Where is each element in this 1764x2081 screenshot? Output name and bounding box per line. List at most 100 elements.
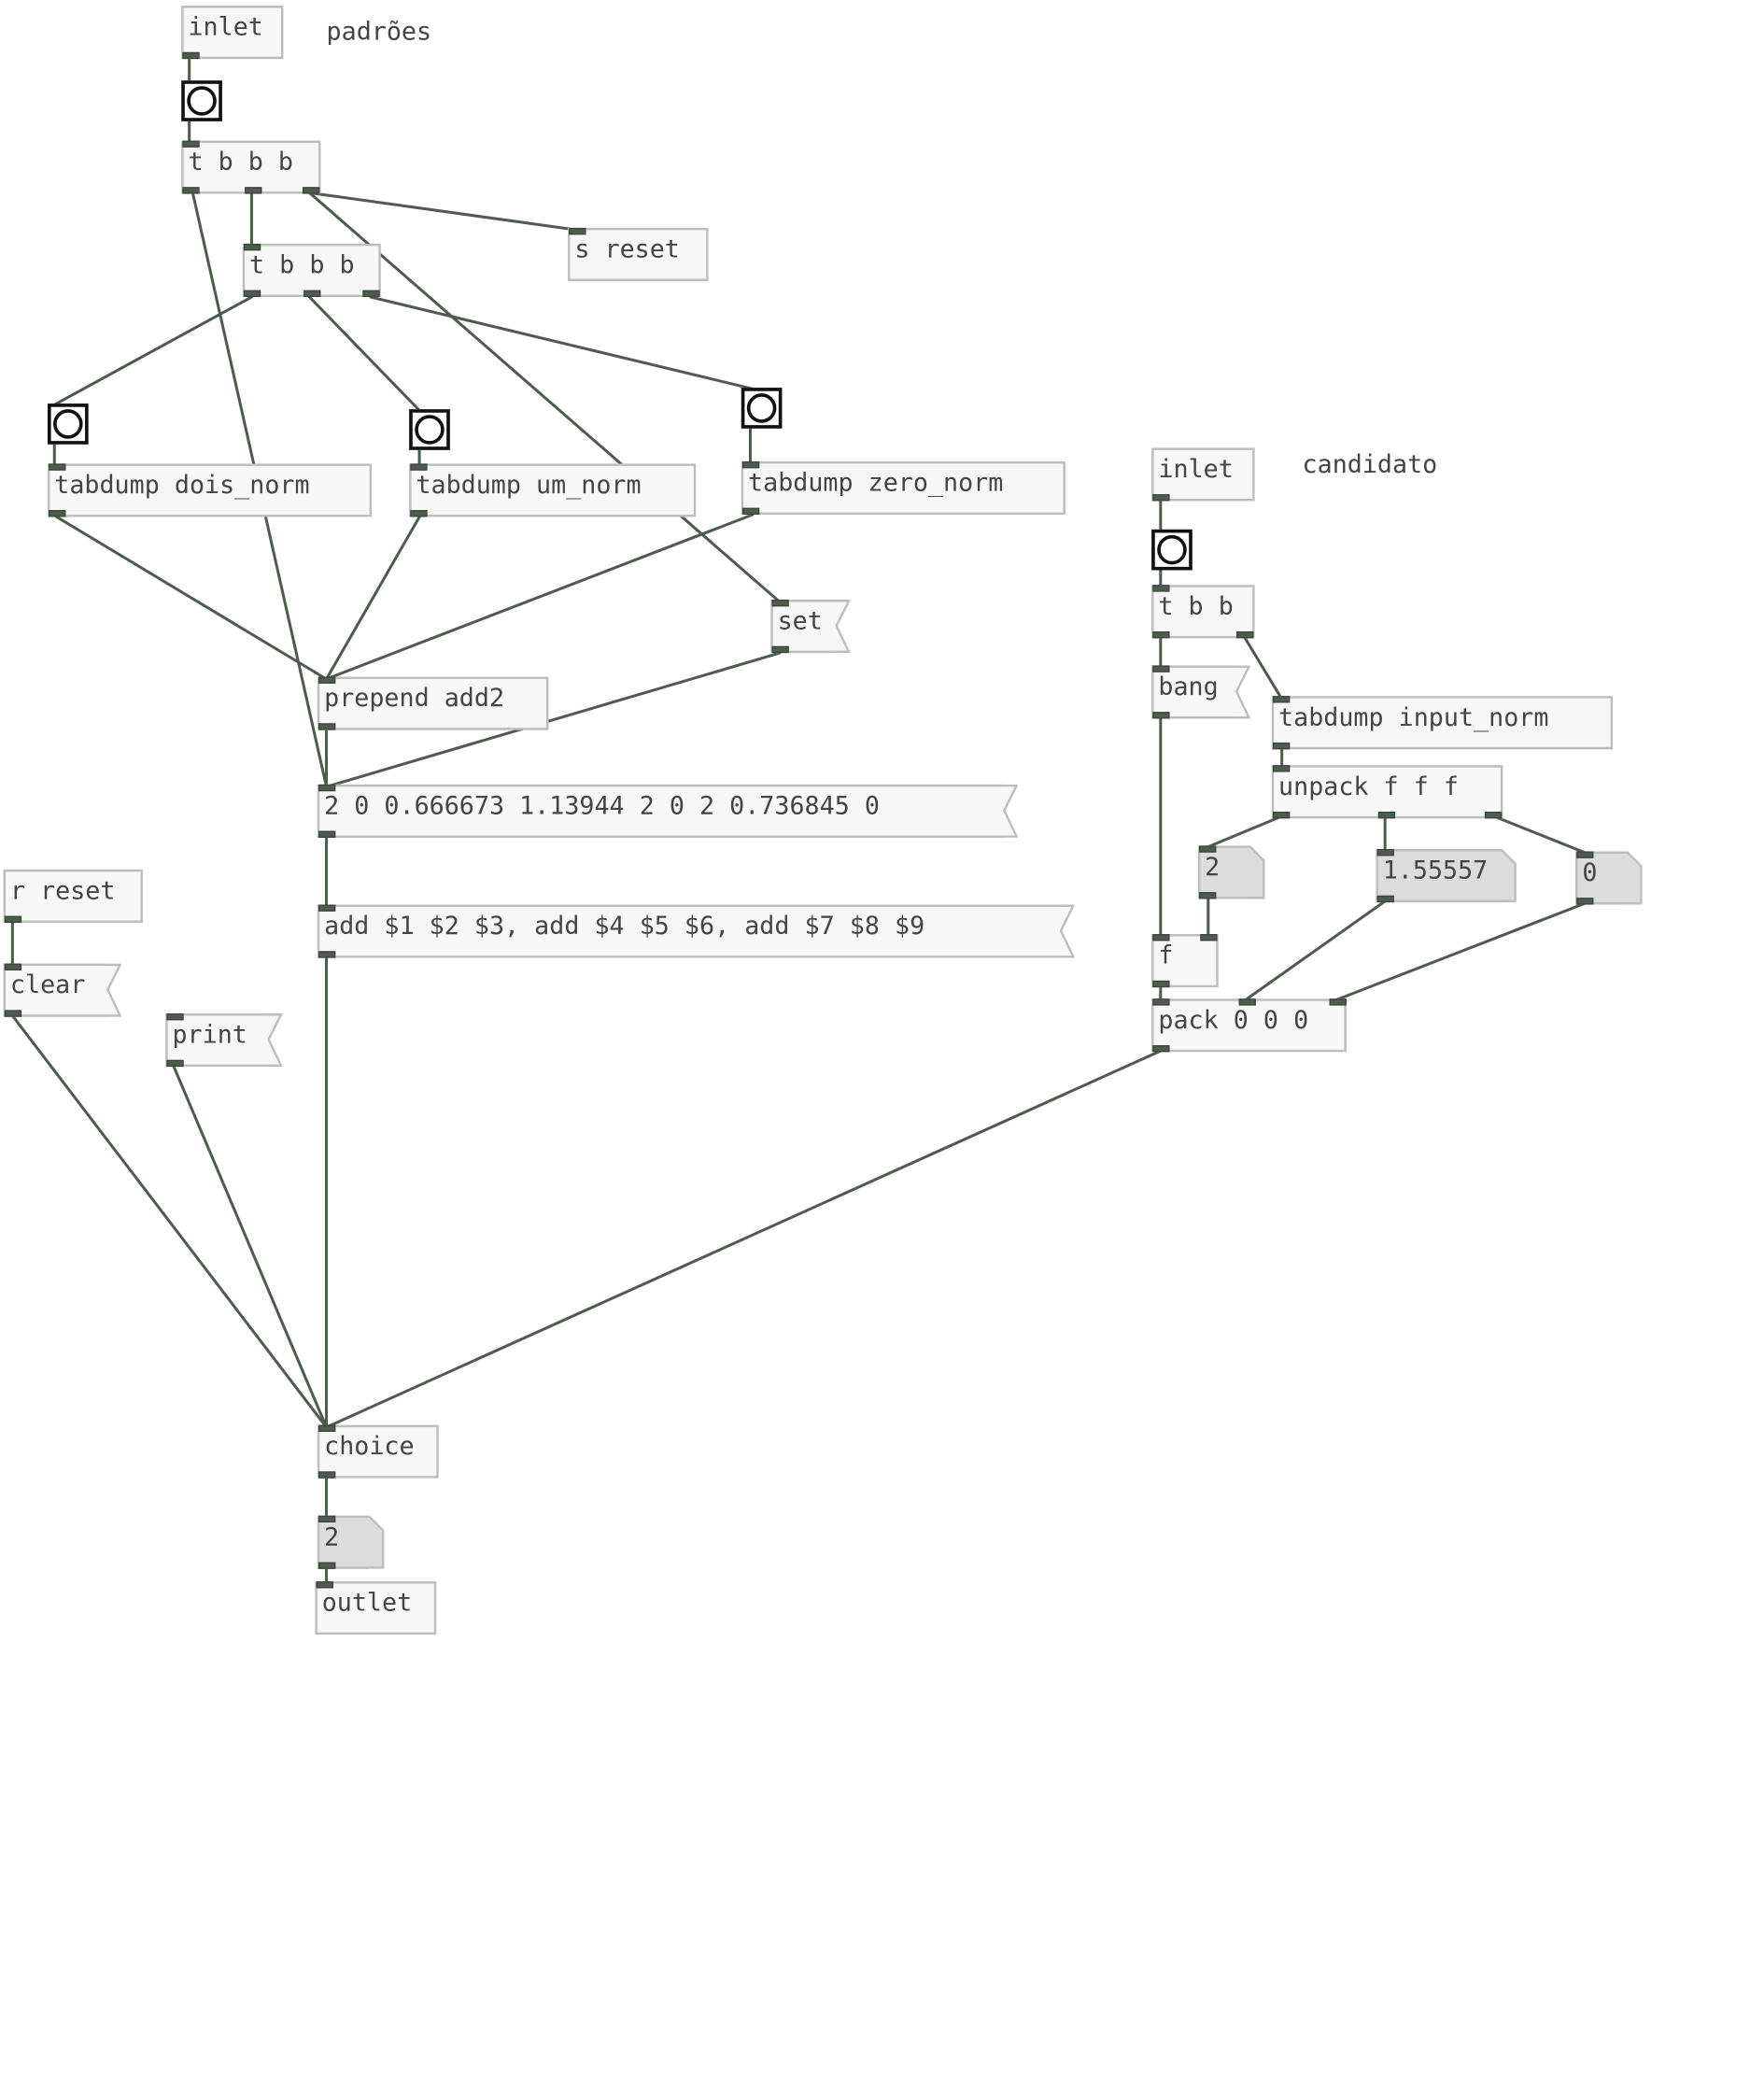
bang-message[interactable]: bang xyxy=(1151,665,1250,719)
outlet-port[interactable] xyxy=(362,290,380,297)
inlet-port[interactable] xyxy=(318,904,336,912)
outlet-port[interactable] xyxy=(741,507,760,516)
trigger-object-right[interactable]: t b b xyxy=(1151,585,1255,639)
print-message[interactable]: print xyxy=(165,1013,283,1068)
inlet-port[interactable] xyxy=(741,460,760,469)
outlet-port[interactable] xyxy=(49,510,66,517)
prepend-add2-object[interactable]: prepend add2 xyxy=(317,676,549,730)
cord[interactable] xyxy=(172,1064,329,1429)
choice-object[interactable]: choice xyxy=(317,1424,439,1479)
set-message[interactable]: set xyxy=(770,600,851,654)
outlet-port[interactable] xyxy=(245,187,262,194)
cord[interactable] xyxy=(1334,901,1587,1002)
outlet-port[interactable] xyxy=(1152,712,1170,719)
inlet-port[interactable] xyxy=(318,1424,336,1432)
add-template-message[interactable]: add $1 $2 $3, add $4 $5 $6, add $7 $8 $9 xyxy=(317,904,1075,958)
inlet-port[interactable] xyxy=(49,463,66,471)
outlet-port[interactable] xyxy=(1376,895,1394,903)
cord[interactable] xyxy=(325,1049,1163,1429)
outlet-port[interactable] xyxy=(1272,812,1291,819)
cord[interactable] xyxy=(307,191,580,232)
receive-reset-object[interactable]: r reset xyxy=(3,869,143,923)
inlet-port[interactable] xyxy=(318,1515,336,1522)
unpack-number-box-3[interactable]: 0 xyxy=(1575,851,1643,905)
outlet-port[interactable] xyxy=(318,830,336,838)
outlet-object[interactable]: outlet xyxy=(315,1581,437,1635)
bang-candidato[interactable] xyxy=(1151,529,1192,571)
outlet-port[interactable] xyxy=(1152,1045,1170,1053)
tabdump-dois-object[interactable]: tabdump dois_norm xyxy=(47,463,373,517)
inlet-port[interactable] xyxy=(1152,585,1170,592)
outlet-port[interactable] xyxy=(1377,812,1396,819)
inlet-port[interactable] xyxy=(1238,998,1256,1006)
cord[interactable] xyxy=(10,1013,329,1429)
outlet-port[interactable] xyxy=(4,1010,22,1017)
inlet-port[interactable] xyxy=(1200,934,1218,941)
outlet-port[interactable] xyxy=(1484,812,1503,819)
inlet-port[interactable] xyxy=(1272,696,1291,703)
outlet-port[interactable] xyxy=(303,187,320,194)
inlet-port[interactable] xyxy=(1152,934,1170,941)
cord[interactable] xyxy=(1243,635,1282,699)
cord[interactable] xyxy=(1244,899,1387,1002)
outlet-port[interactable] xyxy=(166,1059,184,1068)
float-object[interactable]: f xyxy=(1151,934,1219,988)
tabdump-zero-object[interactable]: tabdump zero_norm xyxy=(741,460,1065,516)
outlet-port[interactable] xyxy=(1236,631,1254,639)
pack-object[interactable]: pack 0 0 0 xyxy=(1151,998,1347,1053)
inlet-port[interactable] xyxy=(1376,849,1394,856)
inlet-port[interactable] xyxy=(1199,845,1217,853)
outlet-port[interactable] xyxy=(182,187,200,194)
list-values-message[interactable]: 2 0 0.666673 1.13944 2 0 2 0.736845 0 xyxy=(317,784,1018,838)
outlet-port[interactable] xyxy=(318,1471,336,1479)
outlet-port[interactable] xyxy=(243,290,261,297)
unpack-object[interactable]: unpack f f f xyxy=(1271,765,1503,819)
inlet-port[interactable] xyxy=(1576,851,1594,858)
outlet-port[interactable] xyxy=(318,723,336,730)
outlet-port[interactable] xyxy=(771,645,789,654)
cord[interactable] xyxy=(52,295,253,406)
outlet-port[interactable] xyxy=(1152,980,1170,988)
outlet-port[interactable] xyxy=(1152,494,1170,502)
inlet-object-right[interactable]: inlet xyxy=(1151,447,1255,502)
cord[interactable] xyxy=(55,515,329,681)
inlet-port[interactable] xyxy=(182,140,200,148)
inlet-port[interactable] xyxy=(1152,665,1170,672)
outlet-port[interactable] xyxy=(182,51,200,60)
outlet-port[interactable] xyxy=(303,290,321,297)
cord[interactable] xyxy=(325,513,755,681)
bang-toggle-top[interactable] xyxy=(181,80,222,121)
inlet-port[interactable] xyxy=(318,676,336,684)
outlet-port[interactable] xyxy=(1152,631,1170,639)
unpack-number-box-2[interactable]: 1.55557 xyxy=(1376,849,1517,903)
inlet-port[interactable] xyxy=(771,600,789,607)
bang-um[interactable] xyxy=(409,409,450,450)
cord[interactable] xyxy=(369,295,755,390)
send-reset-object[interactable]: s reset xyxy=(568,227,709,281)
inlet-port[interactable] xyxy=(569,227,586,235)
unpack-number-box-1[interactable]: 2 xyxy=(1197,845,1265,899)
cord[interactable] xyxy=(325,651,782,788)
outlet-port[interactable] xyxy=(410,510,428,517)
outlet-port[interactable] xyxy=(1199,892,1217,899)
outlet-port[interactable] xyxy=(4,915,22,923)
cord[interactable] xyxy=(1492,814,1587,855)
clear-message[interactable]: clear xyxy=(3,963,121,1017)
cord[interactable] xyxy=(1207,814,1284,849)
trigger-object-top[interactable]: t b b b xyxy=(181,140,321,194)
outlet-port[interactable] xyxy=(1272,742,1291,750)
outlet-port[interactable] xyxy=(318,1562,336,1569)
inlet-port[interactable] xyxy=(166,1013,184,1021)
outlet-port[interactable] xyxy=(318,951,336,958)
inlet-port[interactable] xyxy=(410,463,428,471)
inlet-object-left[interactable]: inlet xyxy=(181,6,284,60)
inlet-port[interactable] xyxy=(1329,998,1347,1006)
outlet-port[interactable] xyxy=(1576,898,1594,905)
choice-number-box[interactable]: 2 xyxy=(317,1515,385,1569)
inlet-port[interactable] xyxy=(318,784,336,792)
tabdump-input-object[interactable]: tabdump input_norm xyxy=(1271,696,1614,750)
cord[interactable] xyxy=(325,515,421,681)
trigger-object-second[interactable]: t b b b xyxy=(242,243,381,297)
inlet-port[interactable] xyxy=(1272,765,1291,772)
cord[interactable] xyxy=(307,295,421,412)
